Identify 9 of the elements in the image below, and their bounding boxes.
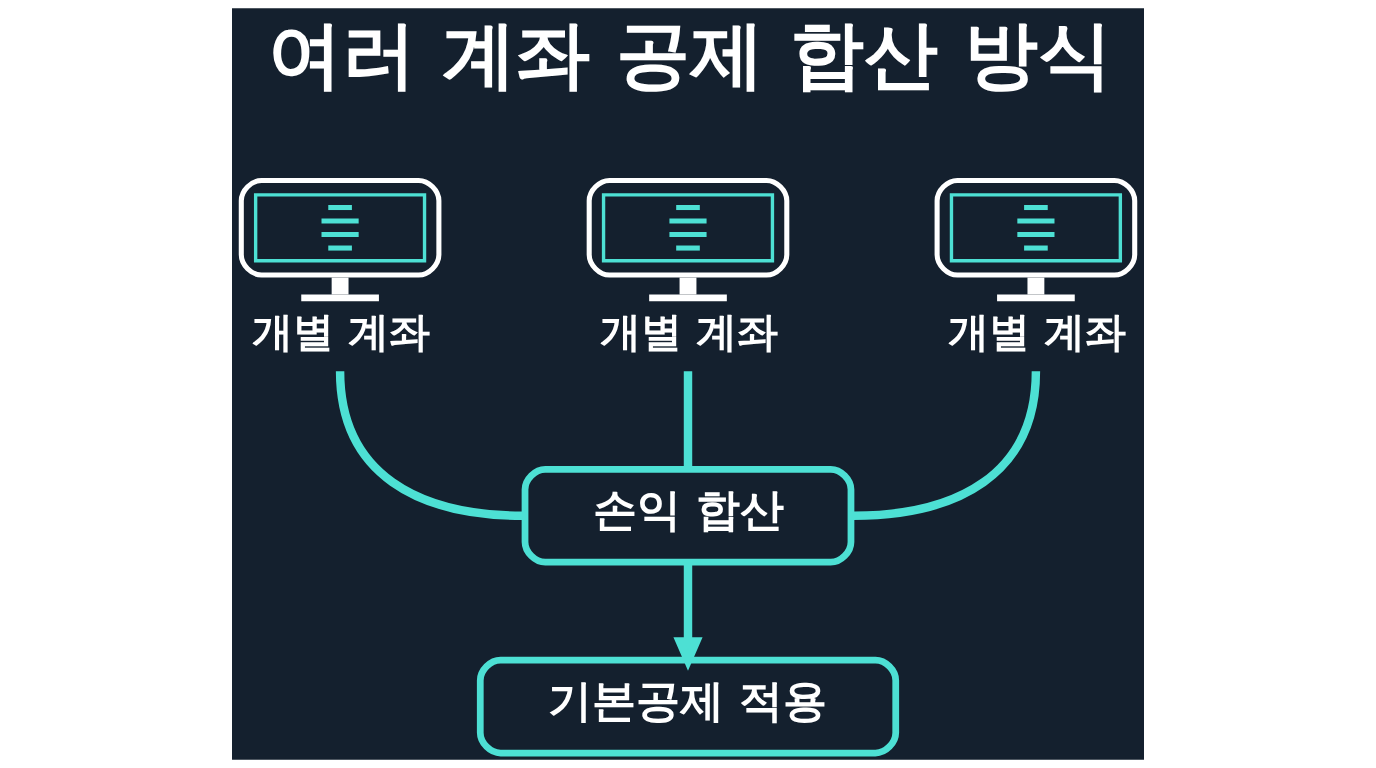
- node-label: 개별 계좌: [600, 307, 779, 356]
- node-label: 개별 계좌: [948, 307, 1127, 356]
- arrow: [673, 562, 703, 671]
- node-label: 개별 계좌: [252, 307, 431, 356]
- connector: [335, 371, 523, 520]
- node-box: 기본공제 적용: [476, 656, 900, 757]
- diagram-title: 여러 계좌 공제 합산 방식: [268, 10, 1112, 98]
- connector: [853, 371, 1041, 520]
- node-box: 손익 합산: [521, 465, 855, 566]
